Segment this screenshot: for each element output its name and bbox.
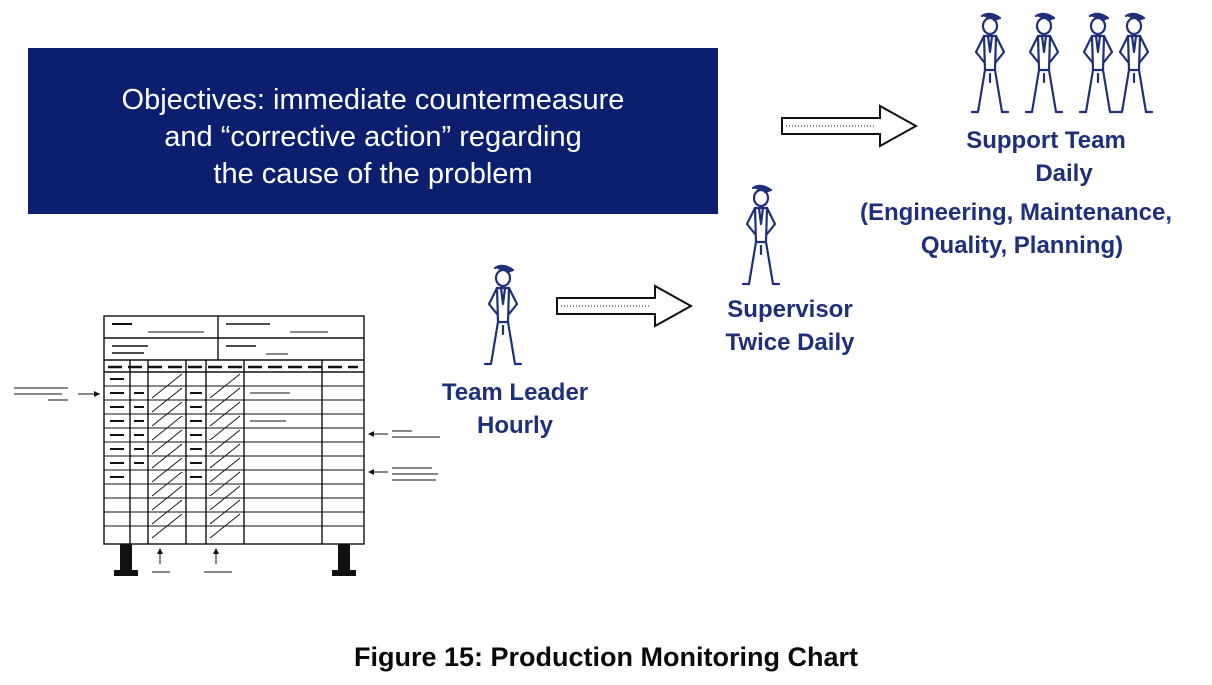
figure-caption: Figure 15: Production Monitoring Chart [354, 642, 858, 672]
objective-line-2: and “corrective action” regarding [164, 121, 582, 153]
person-icon [1078, 12, 1118, 114]
person-icon [1114, 12, 1154, 114]
objective-line-3: the cause of the problem [213, 158, 533, 190]
arrow-right-icon [556, 284, 694, 328]
person-icon [741, 184, 781, 286]
support-team-members: (Engineering, Maintenance, [859, 199, 1173, 226]
supervisor-frequency: Twice Daily [725, 329, 855, 356]
team-leader-frequency: Hourly [476, 412, 553, 439]
monitoring-board-icon [14, 315, 440, 576]
support-team-label: Support Team Daily (Engineering, Mainten… [826, 124, 1206, 262]
person-icon [483, 264, 523, 366]
team-leader-name: Team Leader [441, 379, 589, 406]
supervisor-label: Supervisor Twice Daily [690, 293, 890, 359]
team-leader-label: Team Leader Hourly [410, 376, 620, 442]
arrow-right-icon [781, 104, 919, 148]
objective-box: Objectives: immediate countermeasure and… [28, 48, 718, 214]
objective-line-1: Objectives: immediate countermeasure [121, 84, 625, 116]
supervisor-name: Supervisor [727, 296, 853, 323]
person-icon [1024, 12, 1064, 114]
person-icon [970, 12, 1010, 114]
support-team-members-2: Quality, Planning) [920, 232, 1124, 259]
support-team-name: Support Team [966, 127, 1126, 154]
support-team-frequency: Daily [1035, 160, 1093, 187]
